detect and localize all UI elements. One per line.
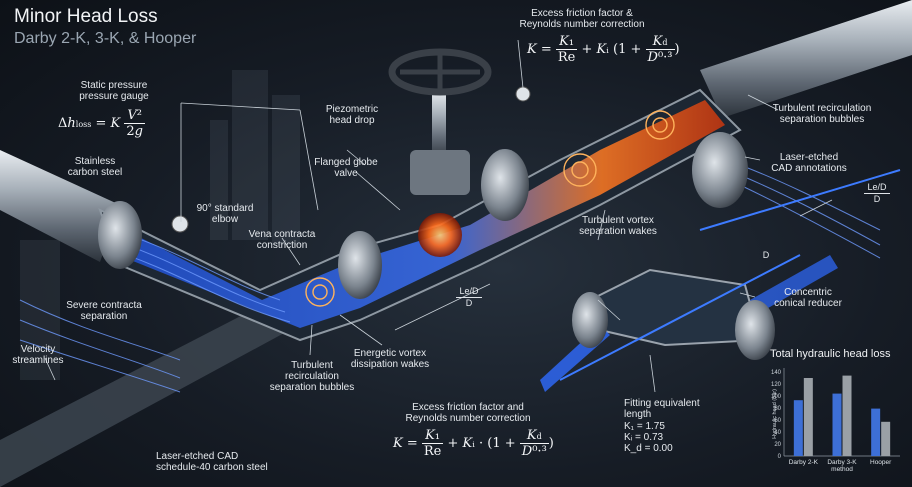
- x-category-label-1-line1: method: [831, 466, 853, 473]
- bar-1-0: [832, 393, 842, 456]
- y-tick-label-4: 80: [774, 406, 781, 412]
- y-tick-label-2: 40: [774, 430, 781, 436]
- x-category-label-2: Hooper: [870, 459, 892, 466]
- inlet-pipe: [0, 150, 120, 262]
- dimension-line: [559, 254, 801, 381]
- turbulent-recirc-top-label: Turbulent recirculation separation bubbl…: [772, 103, 872, 125]
- y-tick-label-1: 20: [774, 442, 781, 448]
- y-tick-label-3: 60: [774, 418, 781, 424]
- y-tick-label-6: 120: [771, 382, 782, 388]
- conical-reducer: [588, 268, 762, 347]
- fitting-k1: K₁ = 1.75: [624, 421, 665, 432]
- turbulent-recirc-bottom-label: Turbulent recirculation separation bubbl…: [269, 360, 355, 393]
- fitting-ki: Kᵢ = 0.73: [624, 432, 664, 443]
- bar-0-0: [793, 400, 803, 456]
- y-tick-label-5: 100: [771, 394, 782, 400]
- velocity-label: Velocity streamlines: [12, 344, 64, 366]
- page-title: Minor Head Loss: [14, 6, 158, 27]
- page-subtitle: Darby 2-K, 3-K, & Hooper: [14, 30, 197, 47]
- y-tick-label-7: 140: [771, 370, 782, 376]
- severe-contracta-label: Severe contracta separation: [66, 300, 142, 322]
- pressure-gauge-top: [515, 86, 531, 102]
- energetic-wakes-label: Energetic vortex dissipation wakes: [350, 348, 430, 370]
- globe-valve-label: Flanged globe valve: [314, 157, 378, 179]
- static-gauge-label: Static pressure pressure gauge: [79, 80, 149, 102]
- pressure-gauge-left: [171, 215, 189, 233]
- x-category-label-1: Darby 3-K: [827, 459, 857, 466]
- bottom-friction-label: Excess friction factor and Reynolds numb…: [405, 402, 531, 424]
- piezometric-label: Piezometric head drop: [325, 104, 379, 126]
- x-category-label-0: Darby 2-K: [789, 459, 819, 466]
- laser-top-label: Laser-etched CAD annotations: [771, 152, 847, 174]
- chart-title: Total hydraulic head loss: [770, 348, 891, 360]
- concentric-reducer-label: Concentric conical reducer: [774, 287, 842, 309]
- globe-valve-handwheel: [388, 48, 492, 195]
- background-plant-silhouette: [20, 70, 300, 380]
- bar-2-0: [871, 408, 881, 456]
- y-tick-label-0: 0: [778, 454, 782, 460]
- flow-field: [110, 100, 725, 328]
- leader-lines: [44, 39, 833, 393]
- stainless-label: Stainless carbon steel: [67, 156, 123, 178]
- dimension-line-top: [699, 169, 901, 231]
- top-friction-label: Excess friction factor & Reynolds number…: [519, 8, 645, 30]
- reducer-outlet-flow: [750, 255, 838, 315]
- vena-contracta-label: Vena contracta constriction: [248, 229, 316, 251]
- bar-1-1: [842, 375, 852, 456]
- vortex-wakes-label: Turbulent vortex separation wakes: [579, 215, 657, 237]
- bar-0-1: [803, 378, 813, 456]
- valve-hot-zone: [418, 213, 462, 257]
- bar-2-1: [881, 421, 891, 456]
- fitting-length-label: Fitting equivalent length: [624, 398, 700, 420]
- elbow-label: 90° standard elbow: [196, 203, 254, 225]
- y-axis-label: Hydraulic head (bar): [772, 389, 778, 439]
- outlet-pipe: [700, 0, 912, 118]
- lower-return-pipe: [0, 270, 345, 487]
- fitting-kd: K_d = 0.00: [624, 443, 673, 454]
- laser-bottom-label: Laser-etched CAD schedule-40 carbon stee…: [156, 451, 268, 473]
- flanges: [98, 132, 775, 360]
- d-marker: D: [762, 250, 770, 260]
